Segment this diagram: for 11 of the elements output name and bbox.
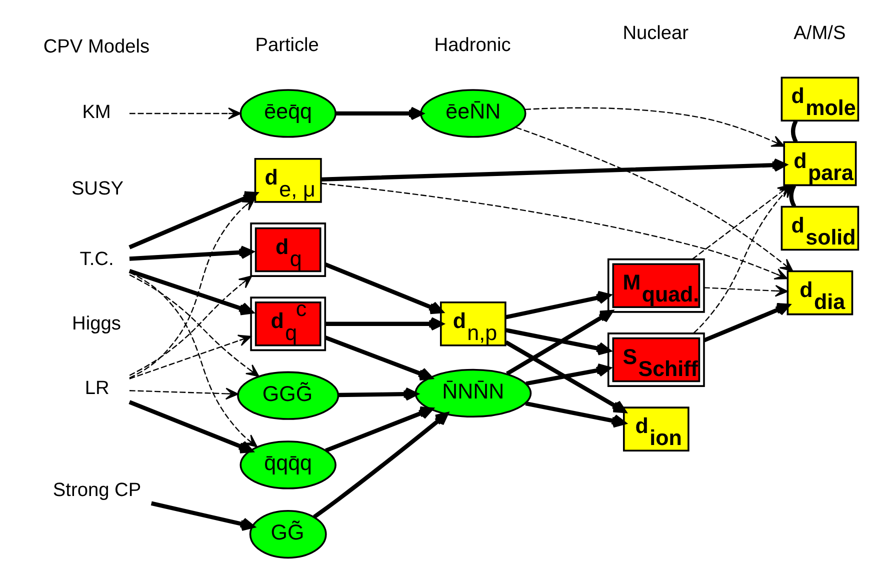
label: Hadronic <box>434 35 510 56</box>
node-text: Higgs <box>72 314 120 335</box>
label: A/M/S <box>793 23 846 44</box>
label: Nuclear <box>622 23 688 44</box>
node-text: KM <box>82 102 110 124</box>
node-text: Strong CP <box>52 480 141 501</box>
node-text: SUSY <box>70 178 123 200</box>
label: Particle <box>254 35 318 56</box>
node-text: LR <box>84 378 109 400</box>
label: CPV Models <box>42 36 150 58</box>
node-text: T.C. <box>79 249 114 270</box>
